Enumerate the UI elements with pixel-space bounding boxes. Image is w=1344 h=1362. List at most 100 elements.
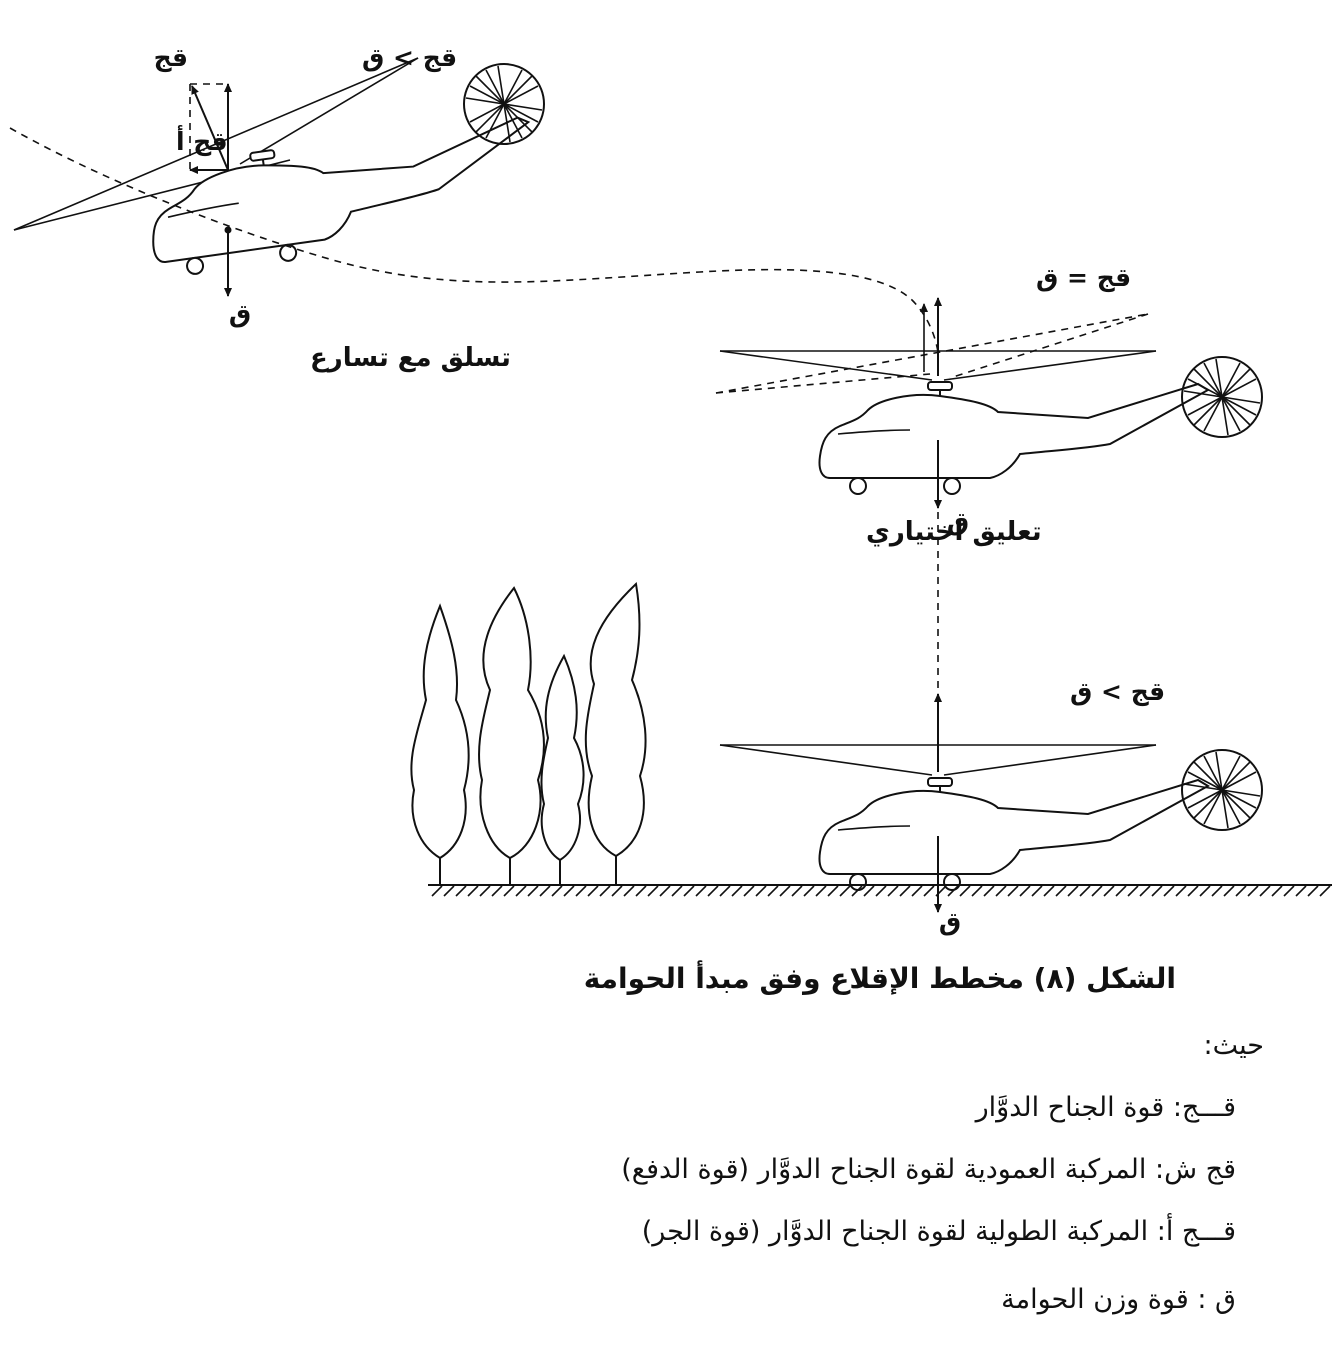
ground-hatch [1067, 885, 1079, 897]
ground-hatch [491, 885, 503, 897]
label-q-takeoff: ق [939, 907, 961, 936]
legend-key: ق : [1197, 1284, 1236, 1315]
tree-icon [478, 586, 545, 885]
legend-key: قـــج: [1172, 1092, 1236, 1123]
ground-hatch [1043, 885, 1055, 897]
ground-hatch [1151, 885, 1163, 897]
label-q-hover: ق [947, 507, 969, 536]
legend-item: ق : قوة وزن الحوامة [1001, 1284, 1236, 1315]
label-fj-gt-q-takeoff: قج > ق [1070, 677, 1165, 707]
ground-hatch [719, 885, 731, 897]
ground-hatch [1007, 885, 1019, 897]
ground-hatch [1091, 885, 1103, 897]
ground-hatch [431, 885, 443, 897]
legend-item: قج ش: المركبة العمودية لقوة الجناح الدوَ… [621, 1154, 1236, 1185]
ground-hatch [1187, 885, 1199, 897]
ground-hatch [695, 885, 707, 897]
ground-hatch [1259, 885, 1271, 897]
ground-hatch [803, 885, 815, 897]
ground-hatch [911, 885, 923, 897]
ground-hatch [779, 885, 791, 897]
tree-icon [540, 653, 585, 885]
ground-hatch [1079, 885, 1091, 897]
ground-hatch [875, 885, 887, 897]
ground-hatch [815, 885, 827, 897]
ground-hatch [959, 885, 971, 897]
figure-caption: الشكل (٨) مخطط الإقلاع وفق مبدأ الحوامة [583, 962, 1176, 995]
legend-text: المركبة العمودية لقوة الجناح الدوَّار (ق… [621, 1154, 1147, 1185]
ground-hatch [1139, 885, 1151, 897]
ground-hatch [671, 885, 683, 897]
tree-icon [410, 603, 470, 885]
legend-text: قوة الجناح الدوَّار [975, 1092, 1165, 1123]
label-fj-gt-q-climb: قج > ق [362, 43, 457, 73]
ground-hatch [971, 885, 983, 897]
ground-hatch [467, 885, 479, 897]
ground-hatch [755, 885, 767, 897]
ground-hatch [1283, 885, 1295, 897]
hovering-helicopter [715, 297, 1263, 509]
ground-hatch [887, 885, 899, 897]
ground-hatch [827, 885, 839, 897]
legend-text: قوة وزن الحوامة [1001, 1284, 1189, 1315]
ground-hatch [983, 885, 995, 897]
title-hover: تعليق اختياري [866, 517, 1042, 547]
legend-intro: حيث: [1203, 1030, 1264, 1061]
ground-hatch [575, 885, 587, 897]
legend-text: المركبة الطولية لقوة الجناح الدوَّار (قو… [641, 1216, 1149, 1247]
ground [428, 884, 1332, 897]
ground-hatch [599, 885, 611, 897]
label-fj-eq-q-hover: قج = ق [1036, 263, 1131, 293]
legend-item: قـــج: قوة الجناح الدوَّار [976, 1092, 1236, 1123]
trees [410, 581, 647, 885]
ground-hatch [455, 885, 467, 897]
ground-hatch [479, 885, 491, 897]
ground-hatch [707, 885, 719, 897]
ground-hatch [791, 885, 803, 897]
ground-hatch [659, 885, 671, 897]
ground-hatch [443, 885, 455, 897]
ground-hatch [899, 885, 911, 897]
ground-hatch [1271, 885, 1283, 897]
ground-hatch [515, 885, 527, 897]
label-q-climb: ق [229, 299, 251, 328]
ground-hatch [1175, 885, 1187, 897]
ground-hatch [1223, 885, 1235, 897]
ground-hatch [503, 885, 515, 897]
takeoff-helicopter [719, 693, 1263, 913]
ground-hatch [1019, 885, 1031, 897]
ground-hatch [551, 885, 563, 897]
ground-hatch [947, 885, 959, 897]
ground-hatch [539, 885, 551, 897]
ground-hatch [851, 885, 863, 897]
ground-hatch [647, 885, 659, 897]
title-climb: تسلق مع تسارع [310, 343, 511, 373]
ground-hatch [1247, 885, 1259, 897]
ground-hatch [1235, 885, 1247, 897]
label-fj-a-climb: قج أ [176, 125, 228, 157]
ground-hatch [563, 885, 575, 897]
legend-item: قـــج أ: المركبة الطولية لقوة الجناح الد… [642, 1216, 1236, 1247]
ground-hatch [731, 885, 743, 897]
ground-hatch [1199, 885, 1211, 897]
legend-key: قج ش: [1155, 1154, 1236, 1185]
ground-hatch [1103, 885, 1115, 897]
ground-hatch [1127, 885, 1139, 897]
ground-hatch [635, 885, 647, 897]
ground-hatch [767, 885, 779, 897]
label-fj-climb: قج [154, 43, 188, 73]
ground-hatch [923, 885, 935, 897]
ground-hatch [1211, 885, 1223, 897]
ground-hatch [1115, 885, 1127, 897]
ground-hatch [1031, 885, 1043, 897]
ground-hatch [995, 885, 1007, 897]
ground-hatch [1163, 885, 1175, 897]
legend-key: قـــج أ: [1156, 1216, 1236, 1247]
ground-hatch [863, 885, 875, 897]
ground-hatch [935, 885, 947, 897]
ground-hatch [611, 885, 623, 897]
ground-hatch [527, 885, 539, 897]
ground-hatch [587, 885, 599, 897]
climbing-helicopter [13, 57, 545, 297]
